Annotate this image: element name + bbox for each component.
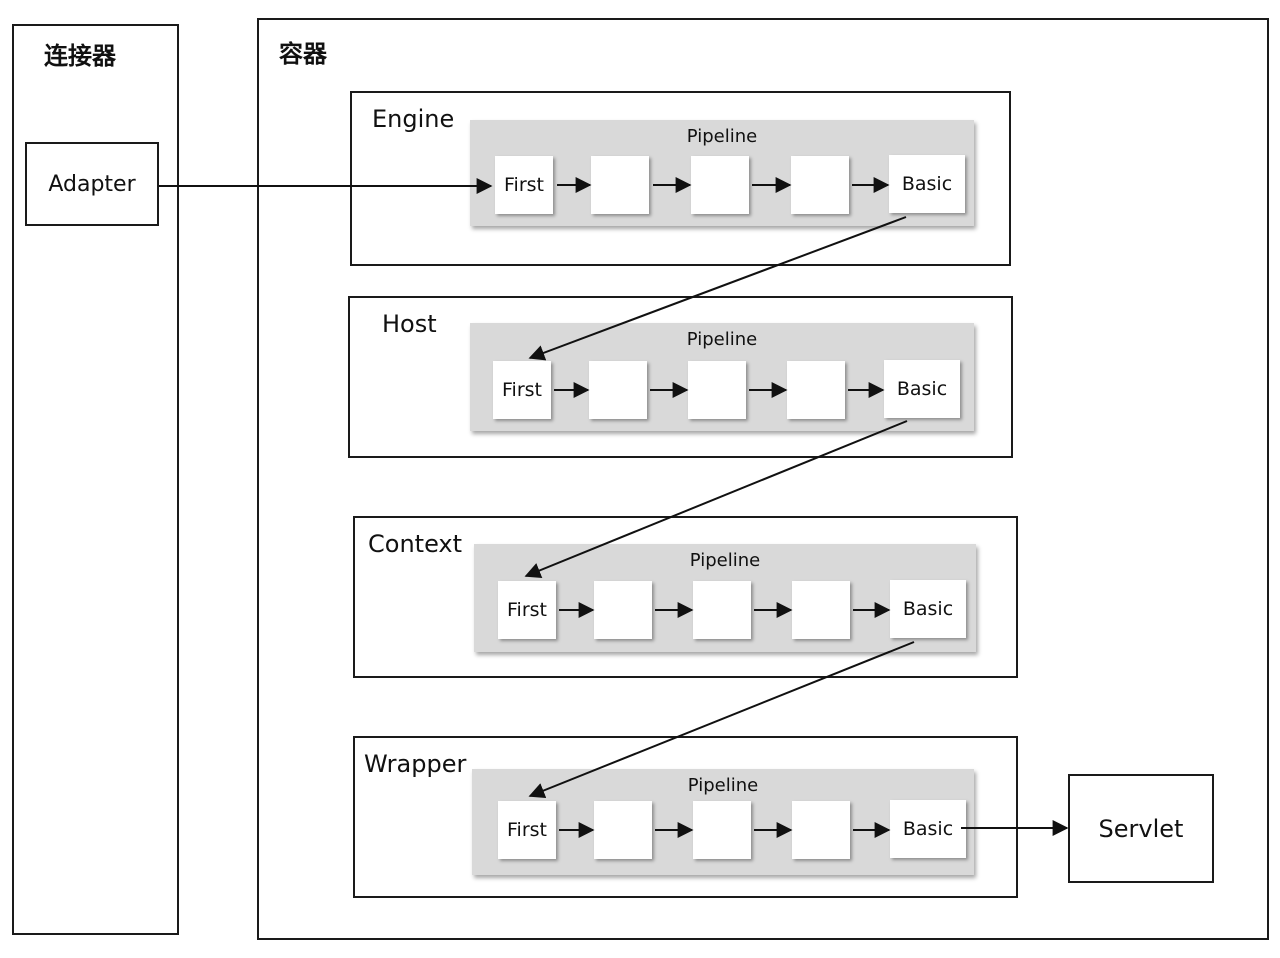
valve — [787, 361, 845, 419]
valve — [791, 156, 849, 214]
valve — [589, 361, 647, 419]
valve — [693, 801, 751, 859]
valve — [594, 801, 652, 859]
valve — [691, 156, 749, 214]
pipeline-label: Pipeline — [686, 126, 758, 147]
valve — [591, 156, 649, 214]
pipeline-label: Pipeline — [689, 550, 761, 571]
valve — [693, 581, 751, 639]
connector-title: 连接器 — [44, 42, 116, 70]
first-valve: First — [498, 581, 556, 639]
pipeline-label: Pipeline — [686, 329, 758, 350]
basic-valve: Basic — [890, 800, 966, 858]
container-title: 容器 — [279, 40, 327, 68]
engine-title: Engine — [372, 105, 455, 133]
wrapper-title: Wrapper — [364, 750, 467, 778]
adapter-box: Adapter — [25, 142, 159, 226]
pipeline-label: Pipeline — [687, 775, 759, 796]
first-valve: First — [498, 801, 556, 859]
servlet-box: Servlet — [1068, 774, 1214, 883]
valve — [792, 581, 850, 639]
valve — [688, 361, 746, 419]
basic-valve: Basic — [889, 155, 965, 213]
valve — [792, 801, 850, 859]
basic-valve: Basic — [890, 580, 966, 638]
first-valve: First — [495, 156, 553, 214]
basic-valve: Basic — [884, 360, 960, 418]
valve — [594, 581, 652, 639]
context-title: Context — [368, 530, 463, 558]
first-valve: First — [493, 361, 551, 419]
host-title: Host — [382, 310, 437, 338]
